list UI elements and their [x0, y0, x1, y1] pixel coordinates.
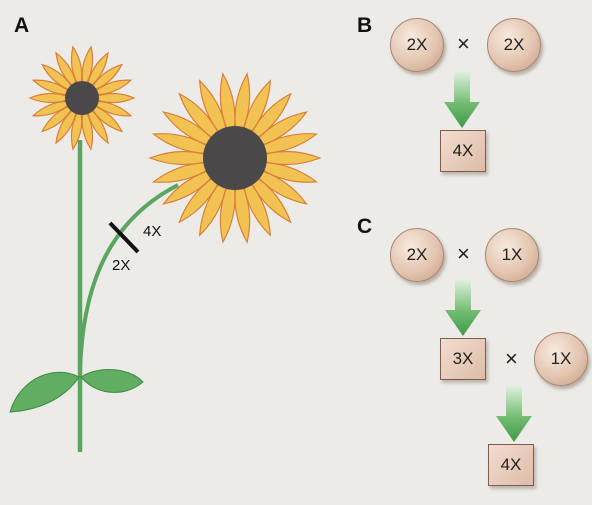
right-leaf: [80, 369, 144, 393]
panel-b-result: 4X: [440, 130, 486, 172]
panel-c-result: 4X: [488, 444, 534, 486]
panel-c-intermediate: 3X: [440, 338, 486, 380]
grafted-branch-stem: [78, 183, 179, 373]
flower-center: [65, 81, 99, 115]
flower-center: [203, 126, 267, 190]
small-sunflower: [28, 45, 136, 151]
panel-b-cross-symbol: ×: [457, 31, 470, 56]
panel-c-cross-symbol-2: ×: [505, 346, 518, 371]
panel-c-cross-symbol-1: ×: [457, 241, 470, 266]
panel-b-parent-right: 2X: [487, 18, 541, 72]
panel-c-letter: C: [357, 215, 373, 238]
petal: [89, 79, 133, 96]
panel-c-parent-left: 2X: [390, 228, 444, 282]
panel-b-letter: B: [357, 14, 373, 37]
panel-c-parent-right: 1X: [485, 228, 539, 282]
petal: [250, 133, 319, 154]
panel-b-parent-left: 2X: [390, 18, 444, 72]
panel-a-letter: A: [14, 14, 30, 37]
left-leaf: [9, 371, 80, 413]
panel-b-down-arrow: [444, 72, 480, 128]
panel-c-down-arrow-2: [496, 386, 532, 442]
stem-label-upper: 4X: [143, 223, 161, 240]
graft-mark: [108, 221, 140, 254]
sunflower-illustration: 4X 2X: [9, 45, 322, 452]
panel-c-backcross-parent: 1X: [534, 332, 588, 386]
large-sunflower: [148, 72, 322, 244]
panel-c-down-arrow-1: [445, 280, 481, 336]
stem-label-lower: 2X: [112, 257, 130, 274]
